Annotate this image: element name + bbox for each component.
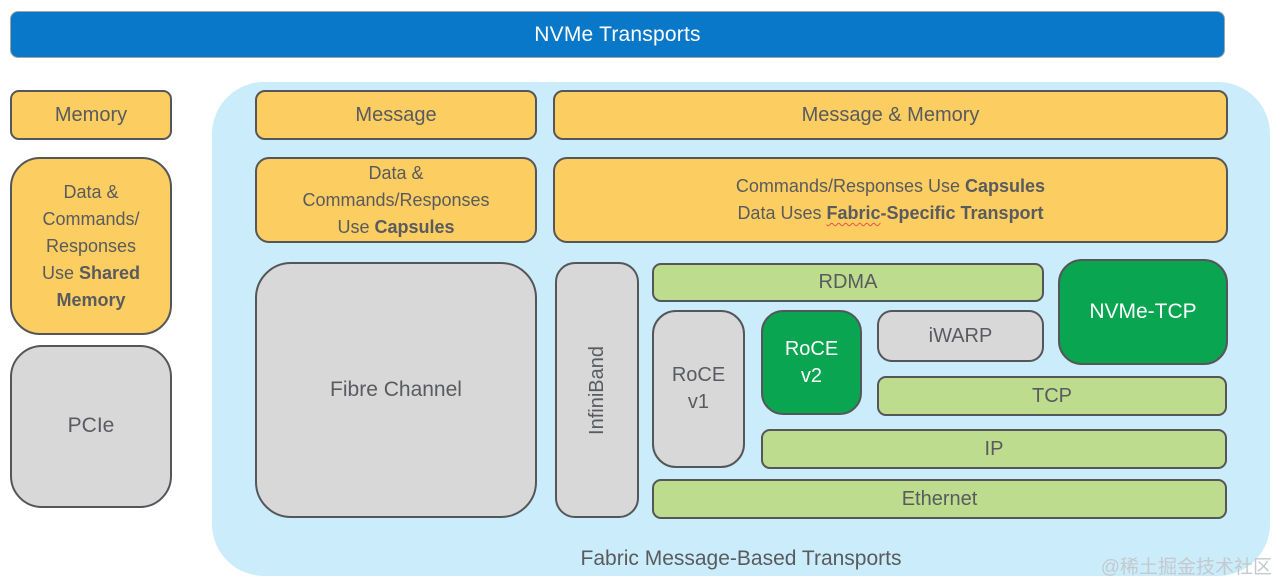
box-fabric-capsules: Commands/Responses Use Capsules Data Use… <box>553 157 1228 243</box>
box-memory: Memory <box>10 90 172 140</box>
text-line: Data & <box>63 181 119 202</box>
text-line: v1 <box>687 391 710 413</box>
fabric-capsules-text: Commands/Responses Use Capsules Data Use… <box>736 173 1045 227</box>
roce-v1-text: RoCE v1 <box>672 362 725 416</box>
box-ip: IP <box>761 429 1227 469</box>
text-line-bold: Shared <box>78 262 141 283</box>
box-shared-memory: Data & Commands/ Responses Use Shared Me… <box>10 157 172 335</box>
fabric-caption-text: Fabric Message-Based Transports <box>580 547 902 570</box>
message-label: Message <box>355 103 437 126</box>
text-line: RoCE <box>784 337 839 360</box>
text-line-bold-spellcheck: Fabric <box>826 203 881 223</box>
shared-memory-text: Data & Commands/ Responses Use Shared Me… <box>42 179 140 314</box>
box-ethernet: Ethernet <box>652 479 1227 519</box>
fabric-panel-caption: Fabric Message-Based Transports <box>212 547 1270 571</box>
text-line: v2 <box>800 364 823 387</box>
banner-nvme-transports: NVMe Transports <box>10 11 1225 58</box>
watermark-text: @稀土掘金技术社区 <box>1100 557 1272 578</box>
box-infiniband: InfiniBand <box>555 262 639 518</box>
text-line-bold: Capsules <box>965 176 1046 196</box>
text-line: Commands/Responses Use <box>735 176 966 196</box>
tcp-label: TCP <box>1032 384 1072 407</box>
box-iwarp: iWARP <box>877 310 1044 362</box>
fibre-channel-label: Fibre Channel <box>330 377 462 401</box>
box-roce-v1: RoCE v1 <box>652 310 745 468</box>
roce-v2-text: RoCE v2 <box>785 336 838 390</box>
message-memory-label: Message & Memory <box>801 103 980 126</box>
infiniband-label: InfiniBand <box>585 345 608 435</box>
box-rdma: RDMA <box>652 263 1044 302</box>
iwarp-label: iWARP <box>928 324 993 347</box>
text-line: RoCE <box>671 364 726 386</box>
box-roce-v2: RoCE v2 <box>761 310 862 415</box>
text-line-bold: Memory <box>56 289 126 310</box>
text-line-bold: Capsules <box>374 216 455 237</box>
text-line: Commands/Responses <box>302 189 490 210</box>
nvme-tcp-label: NVMe-TCP <box>1089 299 1197 323</box>
box-message: Message <box>255 90 537 140</box>
box-message-memory: Message & Memory <box>553 90 1228 140</box>
box-nvme-tcp: NVMe-TCP <box>1058 259 1228 365</box>
watermark: @稀土掘金技术社区 <box>1101 552 1272 579</box>
text-line: Commands/ <box>42 208 140 229</box>
text-line: Data Uses <box>737 203 827 223</box>
text-line: Use <box>337 216 375 237</box>
text-line: Use <box>41 262 79 283</box>
box-tcp: TCP <box>877 376 1227 416</box>
ethernet-label: Ethernet <box>901 487 978 510</box>
text-line: Data & <box>368 162 424 183</box>
banner-title: NVMe Transports <box>534 22 701 46</box>
rdma-label: RDMA <box>818 271 878 293</box>
memory-label: Memory <box>54 103 128 126</box>
box-fibre-channel: Fibre Channel <box>255 262 537 518</box>
text-line-bold: -Specific Transport <box>880 203 1044 223</box>
box-pcie: PCIe <box>10 345 172 508</box>
pcie-label: PCIe <box>67 414 115 438</box>
box-capsules: Data & Commands/Responses Use Capsules <box>255 157 537 243</box>
capsules-text: Data & Commands/Responses Use Capsules <box>302 160 489 241</box>
text-line: Responses <box>45 235 137 256</box>
ip-label: IP <box>984 437 1004 460</box>
